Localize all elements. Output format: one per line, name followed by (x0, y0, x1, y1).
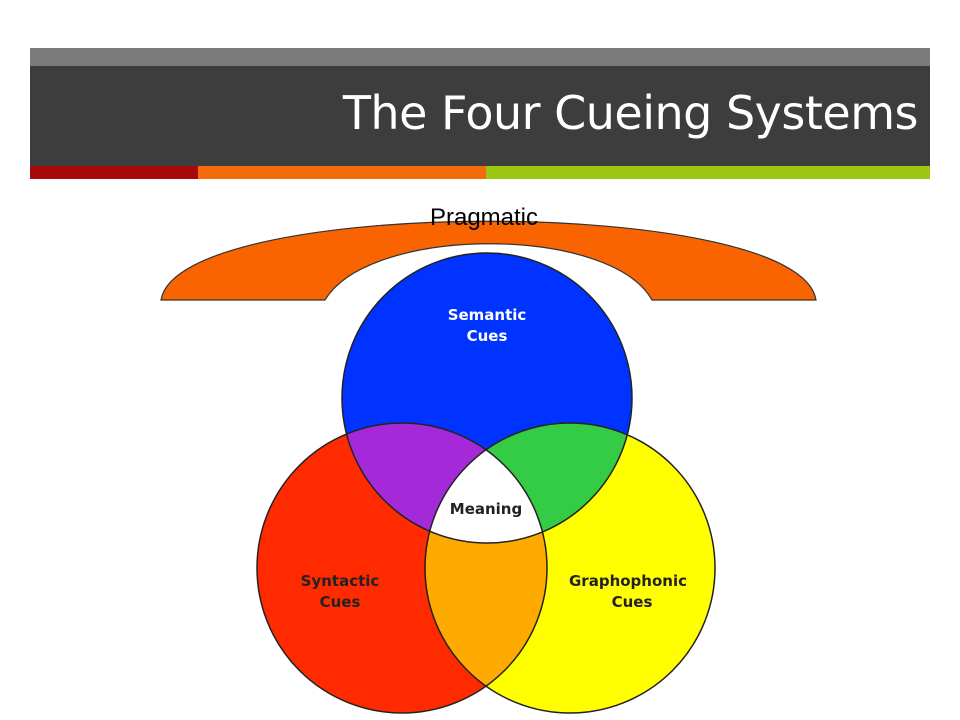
semantic-label-line1: Semantic (448, 306, 527, 324)
title-bar: The Four Cueing Systems (30, 66, 930, 166)
syntactic-outline (256, 422, 548, 714)
pragmatic-arch (160, 220, 817, 301)
semantic-label-line2: Cues (467, 327, 508, 345)
title-top-strip (30, 48, 930, 66)
syntactic-label-line1: Syntactic (301, 572, 380, 590)
syntactic-label-line2: Cues (320, 593, 361, 611)
accent-green (486, 166, 930, 179)
accent-orange (198, 166, 486, 179)
accent-stripes (30, 166, 930, 179)
graphophonic-outline (424, 422, 716, 714)
meaning-center (425, 423, 547, 543)
graphophonic-label-line2: Cues (612, 593, 653, 611)
graphophonic-label-line1: Graphophonic (569, 572, 687, 590)
semantic-outline (341, 252, 633, 544)
pragmatic-label: Pragmatic (430, 204, 538, 231)
accent-red (30, 166, 198, 179)
meaning-label: Meaning (450, 500, 522, 518)
slide-title: The Four Cueing Systems (342, 86, 919, 140)
